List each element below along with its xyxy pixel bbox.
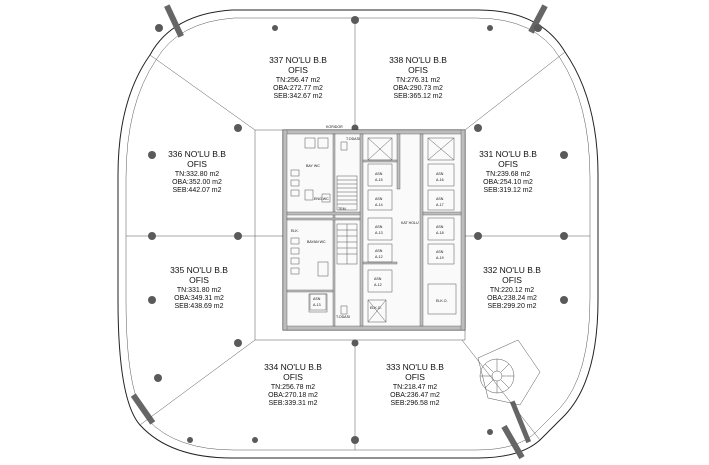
office-334: 334 NO'LU B.B OFIS TN:256.78 m2 OBA:270.… — [264, 362, 322, 407]
office-name: 334 NO'LU B.B — [264, 362, 322, 372]
left-stair — [336, 175, 358, 265]
core-labels: KORIDOR KAT HOLU BAY WC ENG.WC TEM. T.OD… — [291, 125, 448, 319]
temizlik-top-label: TEM. — [338, 207, 347, 211]
office-tn: TN:239.68 m2 — [486, 171, 530, 178]
office-oba: OBA:352.00 m2 — [172, 179, 222, 186]
office-seb: SEB:442.07 m2 — [172, 187, 221, 194]
office-type: OFIS — [187, 159, 207, 169]
office-oba: OBA:290.73 m2 — [393, 85, 443, 92]
asn-label: ASN — [375, 225, 383, 229]
office-type: OFIS — [498, 159, 518, 169]
elevator-a12b: A-12 — [374, 283, 382, 287]
office-331: 331 NO'LU B.B OFIS TN:239.68 m2 OBA:254.… — [479, 149, 537, 194]
office-tn: TN:220.12 m2 — [490, 287, 534, 294]
shaft-label: ELK.O. — [436, 299, 448, 303]
elektrik-label: ELK. — [291, 229, 299, 233]
office-type: OFIS — [189, 275, 209, 285]
office-tn: TN:218.47 m2 — [393, 384, 437, 391]
teknik-bottom-label: T.ODASI — [336, 315, 350, 319]
office-name: 336 NO'LU B.B — [168, 149, 226, 159]
office-338: 338 NO'LU B.B OFIS TN:276.31 m2 OBA:290.… — [389, 55, 447, 100]
office-name: 332 NO'LU B.B — [483, 265, 541, 275]
office-name: 333 NO'LU B.B — [386, 362, 444, 372]
bayan-wc-label: BAYAN WC — [307, 240, 326, 244]
office-332: 332 NO'LU B.B OFIS TN:220.12 m2 OBA:238.… — [483, 265, 541, 310]
asn-label: ASN — [313, 297, 321, 301]
office-name: 335 NO'LU B.B — [170, 265, 228, 275]
office-333: 333 NO'LU B.B OFIS TN:218.47 m2 OBA:236.… — [386, 362, 444, 407]
office-tn: TN:332.80 m2 — [175, 171, 219, 178]
office-seb: SEB:296.58 m2 — [390, 400, 439, 407]
asn-label: ASN — [436, 225, 444, 229]
office-type: OFIS — [405, 372, 425, 382]
asn-label: ASN — [374, 277, 382, 281]
building-core — [282, 129, 466, 331]
office-tn: TN:256.78 m2 — [271, 384, 315, 391]
building-outline — [117, 4, 599, 460]
office-337: 337 NO'LU B.B OFIS TN:256.47 m2 OBA:272.… — [269, 55, 327, 100]
office-oba: OBA:272.77 m2 — [273, 85, 323, 92]
office-336: 336 NO'LU B.B OFIS TN:332.80 m2 OBA:352.… — [168, 149, 226, 194]
office-oba: OBA:254.10 m2 — [483, 179, 533, 186]
asn-label: ASN — [436, 197, 444, 201]
office-name: 331 NO'LU B.B — [479, 149, 537, 159]
asn-label: ASN — [375, 172, 383, 176]
office-type: OFIS — [408, 65, 428, 75]
office-oba: OBA:238.24 m2 — [487, 295, 537, 302]
office-seb: SEB:365.12 m2 — [393, 93, 442, 100]
service-elevator: A-13 — [313, 303, 321, 307]
koridor-label: KORIDOR — [326, 125, 343, 129]
asn-label: ASN — [436, 250, 444, 254]
office-type: OFIS — [288, 65, 308, 75]
office-type: OFIS — [283, 372, 303, 382]
elevator-a13: A-13 — [375, 231, 383, 235]
engelli-wc-label: ENG.WC — [314, 197, 329, 201]
office-tn: TN:256.47 m2 — [276, 77, 320, 84]
office-seb: SEB:339.31 m2 — [268, 400, 317, 407]
teknik-top-label: T.ODASI — [346, 137, 360, 141]
elevator-a15: A-15 — [375, 178, 383, 182]
asn-label: ASN — [436, 172, 444, 176]
office-tn: TN:331.80 m2 — [177, 287, 221, 294]
elevator-a16: A-16 — [436, 178, 444, 182]
elk-shaft-label: ELK.O. — [370, 306, 382, 310]
asn-label: ASN — [375, 249, 383, 253]
office-name: 338 NO'LU B.B — [389, 55, 447, 65]
bay-wc-label: BAY WC — [306, 164, 320, 168]
office-tn: TN:276.31 m2 — [396, 77, 440, 84]
office-seb: SEB:319.12 m2 — [483, 187, 532, 194]
elevator-a17: A-17 — [436, 203, 444, 207]
office-oba: OBA:349.31 m2 — [174, 295, 224, 302]
spiral-stair — [477, 339, 541, 406]
elevator-a18: A-18 — [436, 231, 444, 235]
office-type: OFIS — [502, 275, 522, 285]
office-seb: SEB:342.67 m2 — [273, 93, 322, 100]
elevator-a19: A-19 — [436, 256, 444, 260]
office-seb: SEB:438.69 m2 — [174, 303, 223, 310]
office-oba: OBA:270.18 m2 — [268, 392, 318, 399]
elevator-a14: A-14 — [375, 203, 383, 207]
partition-lines — [126, 18, 590, 450]
elevator-a12: A-12 — [375, 255, 383, 259]
office-oba: OBA:236.47 m2 — [390, 392, 440, 399]
office-335: 335 NO'LU B.B OFIS TN:331.80 m2 OBA:349.… — [170, 265, 228, 310]
asn-label: ASN — [375, 197, 383, 201]
kat-holu-label: KAT HOLU — [401, 221, 419, 225]
office-seb: SEB:299.20 m2 — [487, 303, 536, 310]
office-name: 337 NO'LU B.B — [269, 55, 327, 65]
